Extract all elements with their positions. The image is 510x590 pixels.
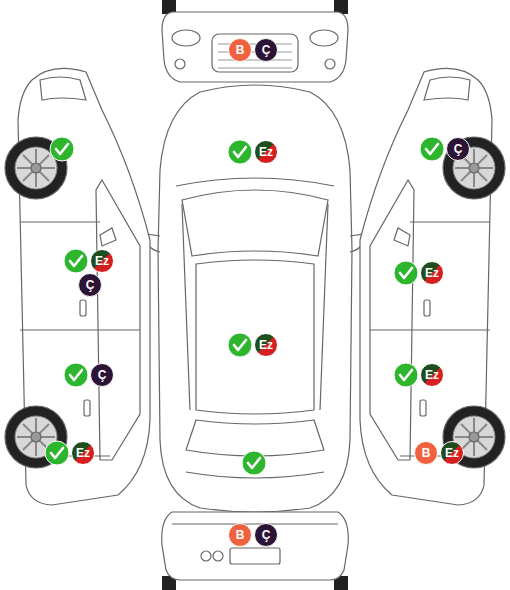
damage-badge: B <box>228 523 252 547</box>
badge-letter: Ç <box>262 44 271 56</box>
top-view <box>146 85 364 512</box>
damage-badge: Ez <box>440 441 464 465</box>
badge-letter: Ez <box>95 255 109 267</box>
badge-letter: Ez <box>259 339 273 351</box>
damage-badge: Ç <box>78 273 102 297</box>
badge-letter: Ç <box>98 369 107 381</box>
damage-badge: Ez <box>420 363 444 387</box>
badge-letter: B <box>236 44 245 56</box>
rear-view <box>162 512 349 590</box>
damage-badge: B <box>228 38 252 62</box>
badge-letter: Ç <box>262 529 271 541</box>
badge-letter: B <box>422 447 431 459</box>
badge-letter: Ez <box>445 447 459 459</box>
damage-badge: Ç <box>254 523 278 547</box>
right-side-view <box>360 68 505 505</box>
badge-letter: Ez <box>76 447 90 459</box>
left-side-view <box>5 68 150 505</box>
damage-badge: Ç <box>446 137 470 161</box>
damage-badge: Ç <box>254 38 278 62</box>
damage-badge: Ç <box>90 363 114 387</box>
badge-letter: Ez <box>425 369 439 381</box>
damage-badge: Ez <box>90 249 114 273</box>
damage-badge: Ez <box>254 140 278 164</box>
badge-letter: Ç <box>86 279 95 291</box>
badge-letter: B <box>236 529 245 541</box>
damage-badge: B <box>414 441 438 465</box>
damage-badge: Ez <box>71 441 95 465</box>
damage-badge: Ez <box>420 261 444 285</box>
badge-letter: Ç <box>454 143 463 155</box>
check-icons <box>45 137 444 475</box>
damage-badge: Ez <box>254 333 278 357</box>
badge-letter: Ez <box>425 267 439 279</box>
front-view <box>162 0 348 82</box>
badge-letter: Ez <box>259 146 273 158</box>
